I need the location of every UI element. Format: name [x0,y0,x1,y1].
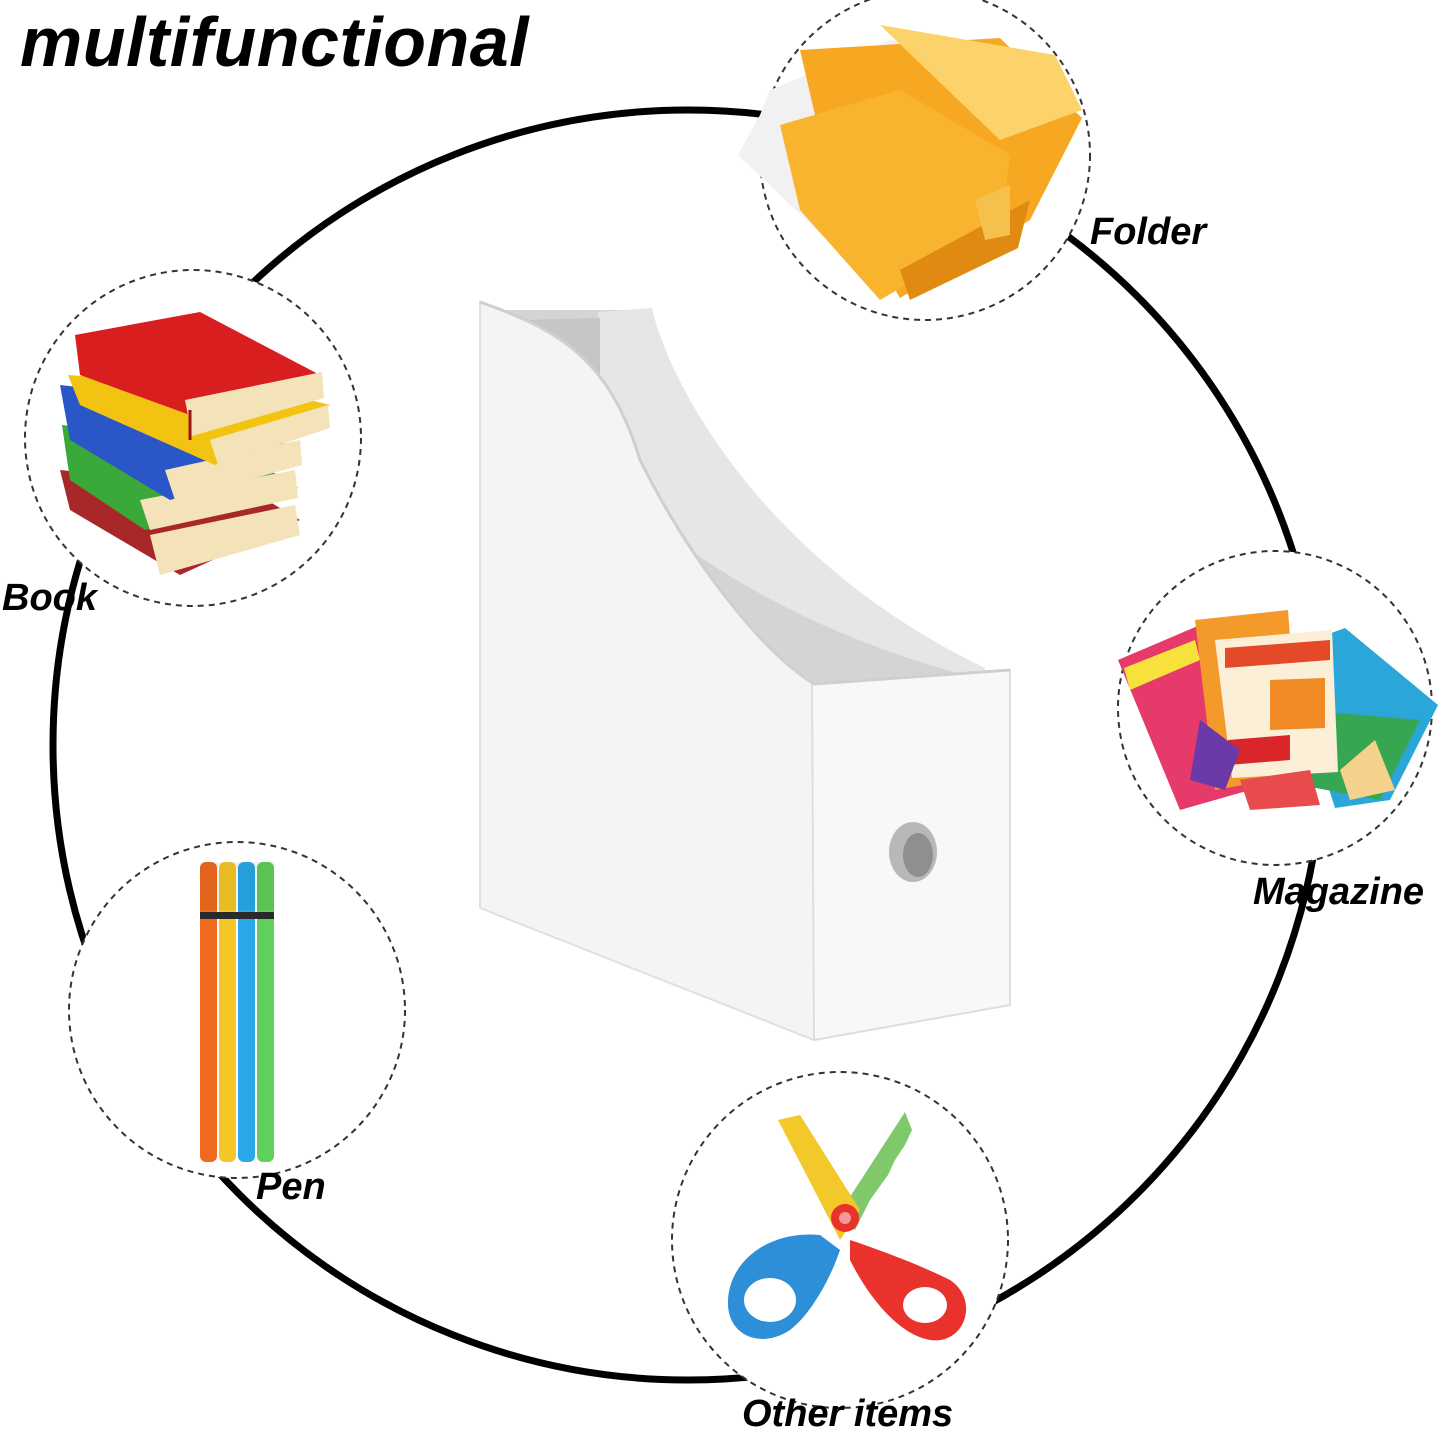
scissors-icon [727,1112,967,1341]
magazine-stack-icon [1118,610,1438,810]
pen-set-icon [200,862,274,1162]
pen-label: Pen [256,1166,326,1208]
book-stack-icon [60,312,330,575]
scissors-circle [671,1071,1009,1409]
page-title: multifunctional [20,3,530,81]
folder-circle [738,0,1091,321]
book-label: Book [2,577,97,619]
magazine-holder-image [479,300,1011,1042]
pen-circle [68,841,406,1179]
magazine-label: Magazine [1253,871,1425,913]
magazine-circle [1117,550,1438,866]
folder-icon [738,25,1082,300]
other-items-label: Other items [742,1393,954,1435]
book-circle [24,269,362,607]
folder-label: Folder [1090,211,1207,253]
